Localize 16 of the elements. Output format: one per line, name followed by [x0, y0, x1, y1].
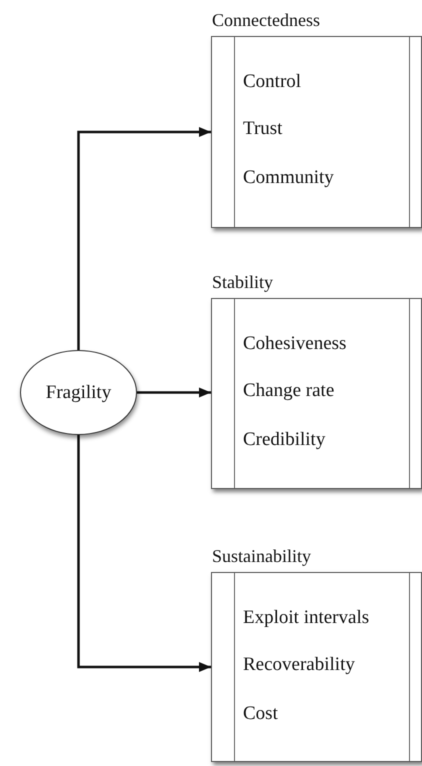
list-item: Exploit intervals: [243, 607, 370, 629]
list-item: Cohesiveness: [243, 333, 346, 355]
list-item: Trust: [243, 118, 282, 140]
list-item: Cost: [243, 703, 278, 725]
list-item: Credibility: [243, 429, 326, 451]
list-item: Community: [243, 167, 334, 189]
list-item: Change rate: [243, 380, 334, 402]
section-heading: Stability: [212, 272, 274, 293]
concept-ellipse: Fragility: [20, 350, 137, 435]
list-item: Recoverability: [243, 654, 355, 676]
list-item: Control: [243, 71, 302, 93]
arrow: [77, 127, 211, 350]
arrow: [77, 435, 211, 672]
section-heading: Connectedness: [212, 10, 320, 31]
arrow: [137, 388, 211, 398]
section-heading: Sustainability: [212, 546, 311, 567]
